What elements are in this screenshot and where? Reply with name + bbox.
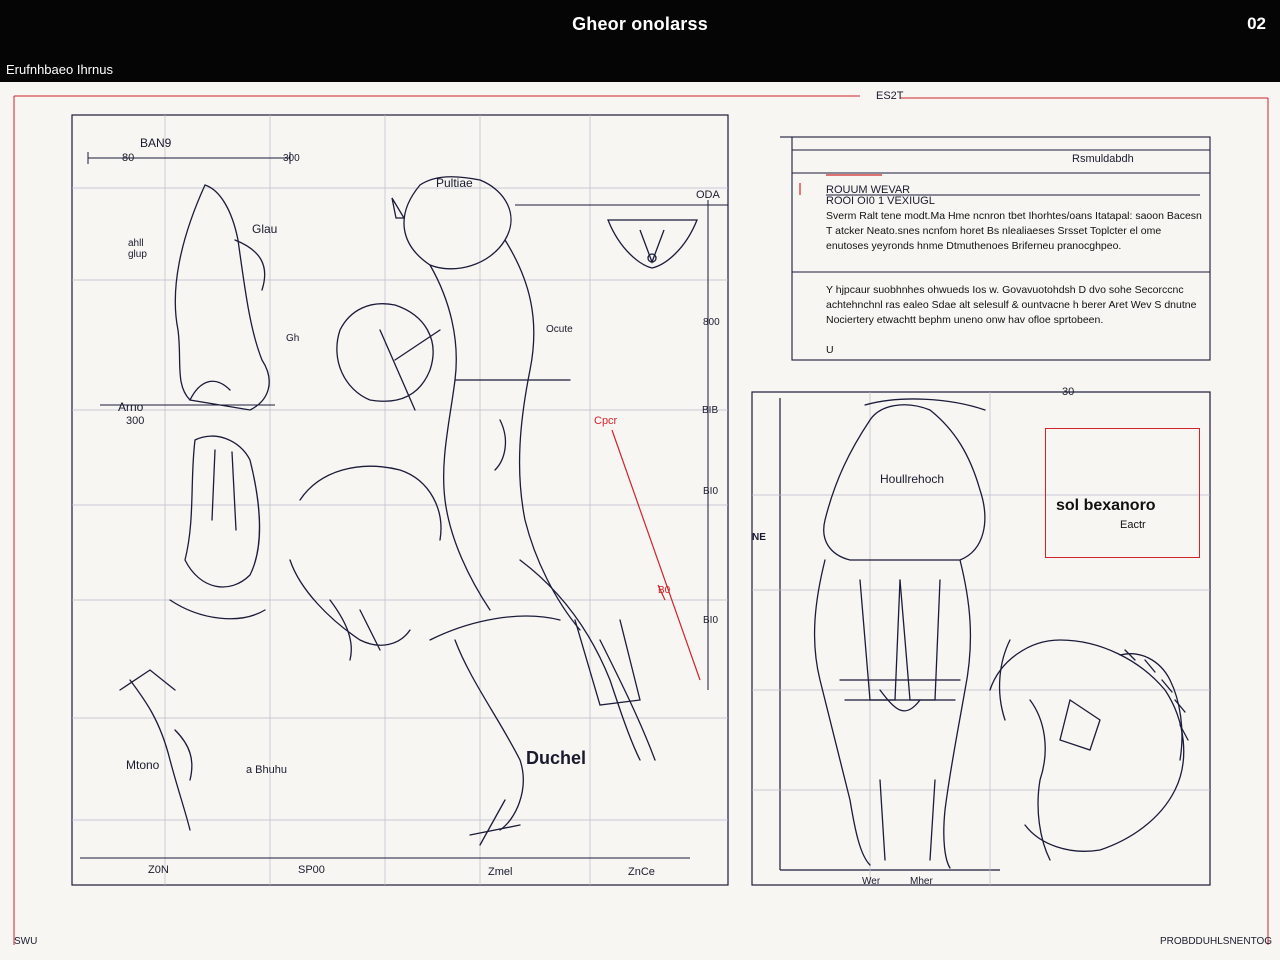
dim-label-top-left-num: 80 [122,152,135,164]
dimension-lines [80,152,728,859]
dim-label-upper-mid: Pultiae [436,176,473,190]
notes-header: Rsmuldabdh [1072,153,1134,165]
ruler-label-4: BI0 [703,615,719,626]
drawing-sheet [13,95,1269,945]
dim-label-red-small: B0 [658,585,671,596]
bottom-label-4: ZnCe [628,866,655,878]
notes-panel: Rsmuldabdh ROUUM WEVAR ROOI OI0 1 VEXIUG… [792,137,1210,360]
sheet-frame [13,95,1269,945]
ne-mark: NE [752,532,766,543]
dim-label-bhuhu: a Bhuhu [246,764,287,776]
right-panel-frame [751,391,1211,886]
notes-panel-frame [780,136,1211,361]
right-bottom-label-2: Mher [910,876,933,887]
left-panel-frame [71,114,729,886]
page-number: 02 [1247,14,1266,33]
shield-emblem [607,219,698,269]
header-subtitle: Erufnhbaeo Ihrnus [6,62,113,77]
right-panel-top-num: 30 [1062,386,1075,398]
dim-label-amo: Arno [118,400,144,414]
dim-label-glau: Glau [252,222,278,236]
bottom-label-3: Zmel [488,866,513,878]
notes-paragraph-2: Y hjpcaur suobhnhes ohwueds Ios w. Govav… [826,284,1197,326]
dim-label-small-ch: Gh [286,333,300,344]
bottom-label-2: SP00 [298,864,325,876]
dim-label-left-upper: ahll glup [128,238,147,260]
dim-label-top-left: BAN9 [140,136,172,150]
callout-tag-box: sol bexanoro Eactr [1045,428,1200,558]
sheet-ref: ES2T [876,90,904,102]
figure-label: Houllrehoch [880,472,945,486]
dim-label-cuote: Ocute [546,324,573,335]
callout-tag-title: sol bexanoro [1056,497,1156,514]
footer-left: SWU [14,936,38,947]
notes-line-1: ROUUM WEVAR [826,184,911,196]
ruler-label-2: BIB [702,405,719,416]
red-guide-line [611,429,701,681]
character-sketch-left [119,176,656,846]
notes-paragraph-1: Sverm Ralt tene modt.Ma Hme ncnron tbet … [826,210,1202,252]
notes-red-marks [799,174,882,195]
dim-label-upper-right: ODA [696,189,720,201]
footer-right: PROBDDUHLSNENTOG [1160,936,1273,947]
dim-label-top-right-num: 300 [283,153,300,164]
page-title: Gheor onolarss [572,14,708,34]
dim-label-mtono: Mtono [126,758,160,772]
left-panel-grid [72,115,728,885]
notes-line-2: ROOI OI0 1 VEXIUGL [826,195,935,207]
right-bottom-label-1: Wer [862,876,881,887]
header-bar: Gheor onolarss 02 Erufnhbaeo Ihrnus [0,0,1280,82]
dim-label-cpcr: Cpcr [594,415,618,427]
dim-label-duchel: Duchel [526,748,587,768]
ruler-label-1: 800 [703,317,720,328]
notes-paragraph-3: U [826,344,834,356]
callout-tag-sub: Eactr [1120,519,1146,531]
dim-label-amo-num: 300 [126,415,145,427]
bottom-label-1: Z0N [148,864,169,876]
character-sketch-right [813,398,1189,869]
ruler-label-3: BI0 [703,486,719,497]
